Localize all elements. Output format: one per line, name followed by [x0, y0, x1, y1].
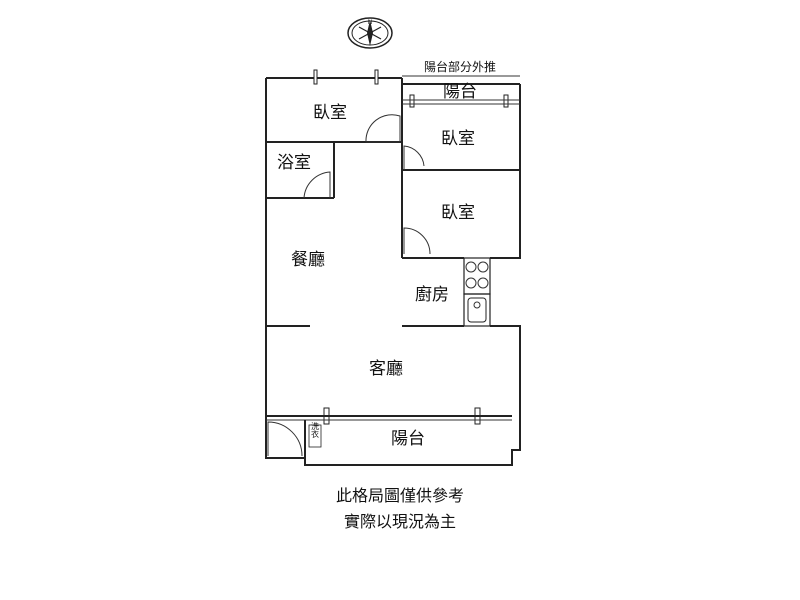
room-label-living: 客廳 — [369, 359, 403, 379]
room-label-bedroom-3: 臥室 — [441, 203, 475, 223]
balcony-extension-note: 陽台部分外推 — [424, 59, 496, 74]
room-label-bathroom: 浴室 — [277, 153, 311, 173]
stove-icon — [463, 257, 491, 295]
room-label-balcony-bottom: 陽台 — [391, 429, 425, 449]
sink-icon — [463, 293, 491, 327]
interior-walls — [266, 141, 520, 458]
laundry-icon — [308, 424, 322, 448]
room-label-dining: 餐廳 — [291, 250, 325, 270]
compass-icon: N — [347, 17, 393, 49]
window-marks — [313, 69, 509, 425]
room-label-master-bedroom: 臥室 — [313, 103, 347, 123]
door-swings — [267, 114, 431, 457]
outer-walls — [265, 77, 521, 466]
disclaimer-line-1: 此格局圖僅供參考 — [335, 486, 464, 505]
compass-north-letter: N — [368, 19, 373, 26]
room-label-balcony-top: 陽台 — [443, 82, 477, 102]
room-label-kitchen: 廚房 — [415, 284, 449, 305]
room-label-laundry: 洗衣 — [311, 421, 320, 439]
disclaimer-line-2: 實際以現況為主 — [343, 512, 456, 531]
room-label-bedroom-2: 臥室 — [441, 129, 475, 149]
